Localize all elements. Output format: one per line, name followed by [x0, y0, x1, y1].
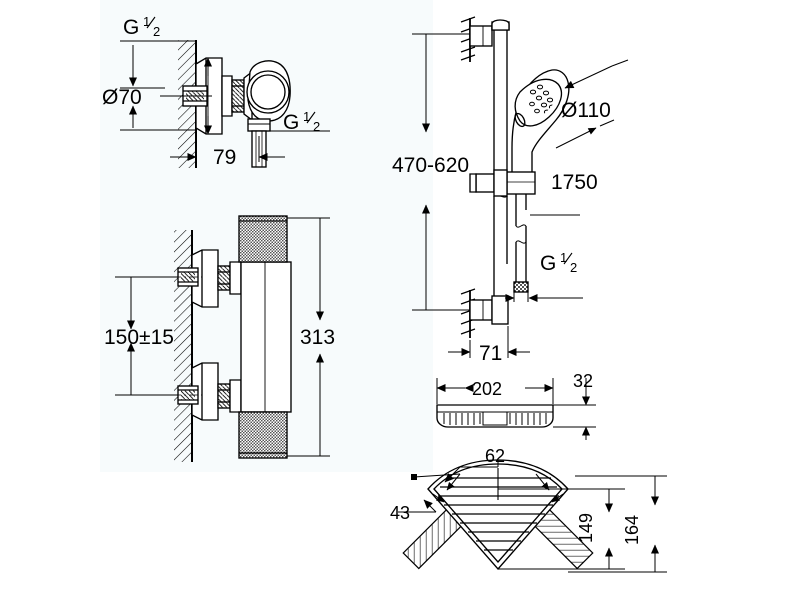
dim-head-diameter	[555, 59, 629, 149]
rail-wall-lower	[460, 288, 509, 338]
thermostat-escutcheon-lower	[191, 362, 219, 421]
thermostat-handle-lower	[238, 411, 288, 459]
rail-top-cap	[491, 19, 510, 31]
dim-projection-79	[170, 136, 285, 162]
label-projection-79: 79	[213, 146, 236, 169]
rail-slider-holder	[469, 169, 536, 197]
label-outlet-thread-numerator: 1	[303, 109, 310, 124]
label-hose-length: 1750	[551, 171, 598, 194]
dim-diameter-70-lower	[120, 105, 196, 131]
label-length-313: 313	[300, 326, 335, 349]
view-valve-side	[120, 40, 330, 168]
dim-rail-range	[412, 33, 470, 311]
thermostat-handle-upper	[238, 215, 288, 263]
rail-tube	[493, 30, 508, 302]
label-inlet-thread-g: G	[123, 16, 139, 39]
view-shower-rail	[412, 16, 629, 358]
label-outlet-thread-denominator: 2	[313, 119, 320, 134]
label-wall-projection-71: 71	[479, 342, 502, 365]
thermostat-union-upper	[217, 261, 242, 295]
dim-diameter-70	[160, 57, 212, 135]
dim-wall-projection-71	[448, 326, 530, 358]
dim-inlet-thread	[120, 40, 196, 89]
label-inlet-thread: G 1 2	[123, 14, 160, 39]
label-head-diameter: Ø110	[561, 99, 611, 122]
label-rail-range: 470-620	[392, 154, 469, 177]
shelf-body	[436, 404, 554, 428]
view-shelf	[436, 378, 596, 440]
hand-shower-head	[511, 69, 570, 179]
valve-handle-knob	[246, 60, 291, 122]
dim-hose-thread	[505, 292, 583, 302]
dim-basket-gap-43	[398, 499, 437, 513]
label-basket-gap-62: 62	[485, 446, 505, 466]
thermostat-escutcheon-upper	[191, 249, 219, 308]
label-inlet-thread-denominator: 2	[153, 24, 160, 39]
dim-basket-gap-62	[444, 460, 499, 483]
label-outlet-thread-g: G	[283, 111, 299, 134]
label-shelf-height-32: 32	[573, 371, 593, 391]
label-hose-thread-numerator: 1	[560, 250, 567, 265]
dim-basket-depth-149	[498, 488, 625, 570]
dim-shelf-width-202	[436, 378, 554, 404]
shower-hose	[513, 194, 529, 293]
label-basket-gap-43: 43	[390, 503, 410, 523]
label-hose-thread: G 1 2	[540, 250, 577, 275]
label-inlet-thread-numerator: 1	[143, 14, 150, 29]
dim-basket-depth-164	[568, 475, 667, 573]
dim-shelf-height-32	[553, 378, 596, 440]
label-hose-thread-denominator: 2	[570, 260, 577, 275]
label-shelf-width-202: 202	[472, 379, 502, 399]
label-diameter-70: Ø70	[102, 86, 142, 109]
wall-symbol-thermostat	[174, 230, 193, 462]
thermostat-body	[240, 261, 292, 413]
label-basket-depth-149: 149	[576, 513, 596, 543]
dim-length-313	[287, 217, 330, 457]
view-thermostat-side	[115, 215, 330, 462]
label-centres-150: 150±15	[104, 326, 174, 349]
view-corner-basket	[398, 459, 667, 573]
label-hose-thread-g: G	[540, 252, 556, 275]
label-outlet-thread: G 1 2	[283, 109, 320, 134]
dim-centres-150	[115, 276, 178, 396]
label-basket-depth-164: 164	[622, 515, 642, 545]
rail-wall-upper	[460, 16, 493, 62]
thermostat-union-lower	[217, 379, 242, 413]
